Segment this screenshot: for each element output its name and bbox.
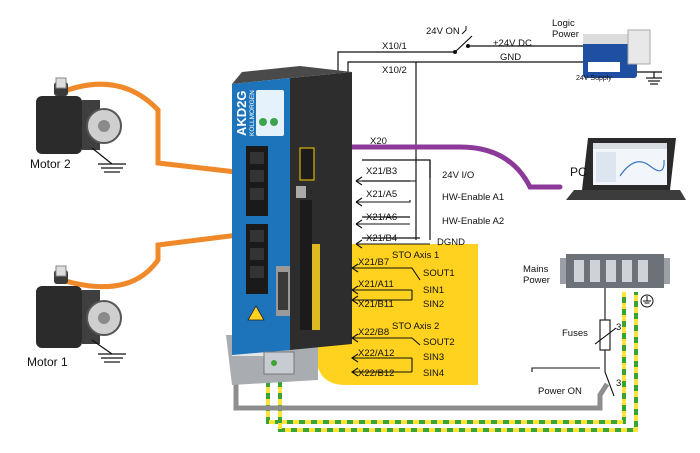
motor2-ground-symbol <box>91 147 126 173</box>
label-x10-1: X10/1 <box>382 41 407 52</box>
drive-brand: KOLLMORGEN <box>249 90 256 136</box>
signal-hw-enable-a1: HW-Enable A1 <box>442 192 504 203</box>
signal-hw-enable-a2: HW-Enable A2 <box>442 216 504 227</box>
pc-label: PC <box>570 165 587 179</box>
sto-axis2-title: STO Axis 2 <box>392 321 439 332</box>
label-x21-a11: X21/A11 <box>358 279 394 290</box>
label-x21-b11: X21/B11 <box>358 299 394 310</box>
label-x20: X20 <box>370 136 387 147</box>
logic-power-label-2: Power <box>552 29 579 40</box>
servo-drive <box>226 66 352 385</box>
motor1-cable <box>59 229 265 290</box>
earth-symbol-icon <box>640 294 654 308</box>
wire-count-bottom: 3 <box>616 378 621 389</box>
label-x21-a6: X21/A6 <box>366 212 397 223</box>
label-x22-a12: X22/A12 <box>358 348 394 359</box>
sto-axis1-title: STO Axis 1 <box>392 250 439 261</box>
dc-label: +24V DC <box>493 38 532 49</box>
earth-conductor <box>266 292 638 432</box>
mains-terminal <box>560 254 670 288</box>
logic-power-label-1: Logic <box>552 18 575 29</box>
motor2-cable <box>59 81 265 178</box>
fuses-label: Fuses <box>562 328 588 339</box>
supply-label: 24V Supply <box>576 75 612 82</box>
label-sin3: SIN3 <box>423 352 444 363</box>
label-x21-b4: X21/B4 <box>366 233 397 244</box>
wire-count-top: 3 <box>616 322 621 333</box>
label-x22-b8: X22/B8 <box>358 327 389 338</box>
power-on-label: Power ON <box>538 386 582 397</box>
sto-wiring <box>352 267 421 373</box>
motor1 <box>36 265 122 348</box>
io-signal-lines <box>355 176 430 249</box>
signal-dgnd: DGND <box>437 237 465 248</box>
mains-cable <box>233 380 610 411</box>
logic-ground-symbol <box>637 71 662 85</box>
drive-model: AKD2G <box>234 90 249 136</box>
motor1-label: Motor 1 <box>27 355 68 369</box>
switch-label: 24V ON <box>426 26 460 37</box>
motor2-label: Motor 2 <box>30 157 71 171</box>
motor2 <box>36 77 122 154</box>
sto-panel <box>316 244 478 385</box>
motor1-ground-symbol <box>91 339 126 363</box>
mains-power-label-2: Power <box>523 275 550 286</box>
label-sin2: SIN2 <box>423 299 444 310</box>
signal-24v-io: 24V I/O <box>442 170 474 181</box>
label-sout2: SOUT2 <box>423 337 455 348</box>
label-sout1: SOUT1 <box>423 268 455 279</box>
logic-power-supply: 24V Supply <box>576 29 651 82</box>
switch-24v-on[interactable] <box>453 26 473 54</box>
power-on-switch[interactable] <box>531 367 600 372</box>
mains-power-label-1: Mains <box>523 264 549 275</box>
label-x21-b7: X21/B7 <box>358 257 389 268</box>
pc-cable <box>295 144 563 195</box>
fuse-block <box>594 288 617 397</box>
label-x21-a5: X21/A5 <box>366 189 397 200</box>
label-x21-b3: X21/B3 <box>366 166 397 177</box>
label-sin1: SIN1 <box>423 285 444 296</box>
label-x22-b12: X22/B12 <box>358 368 394 379</box>
label-sin4: SIN4 <box>423 368 444 379</box>
pc-laptop <box>566 138 686 200</box>
sto-arrows <box>351 263 359 377</box>
label-x10-2: X10/2 <box>382 65 407 76</box>
gnd-label: GND <box>500 52 521 63</box>
